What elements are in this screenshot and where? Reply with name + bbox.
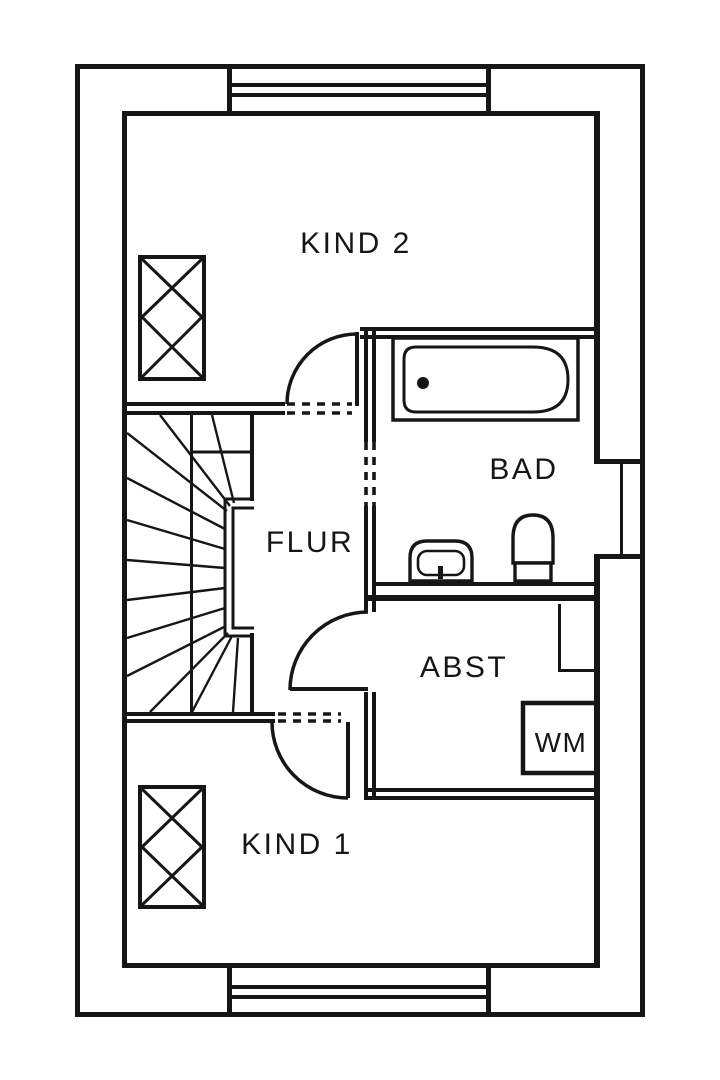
wall-recess-inner-line <box>620 461 623 556</box>
wall-flur-bad <box>372 327 376 442</box>
wall-recess-cap-top <box>594 459 645 464</box>
washing-machine-box <box>520 700 600 776</box>
stair-tread <box>126 586 226 602</box>
sink-tap <box>438 566 443 579</box>
wardrobe-kind1 <box>138 785 206 909</box>
bathtub-basin <box>402 345 570 414</box>
room-label-kind2: KIND 2 <box>300 227 412 260</box>
door-leaf <box>290 687 368 691</box>
door-swing-arc <box>285 332 358 405</box>
wall-bottom-outer <box>75 1012 645 1017</box>
room-label-kind1: KIND 1 <box>241 828 353 861</box>
stair-tread <box>126 476 226 531</box>
stairwell-notch-inner <box>231 506 254 630</box>
door-leaf <box>355 332 359 406</box>
room-label-abst: ABST <box>420 651 508 684</box>
appliance-label-wm: WM <box>535 727 588 758</box>
bathtub-enclosure <box>391 336 580 422</box>
wall-recess-cap-bottom <box>594 554 645 559</box>
stair-tread <box>126 624 227 678</box>
stair-flight-divider <box>190 413 193 712</box>
stair-tread <box>190 635 234 713</box>
opening-bad <box>364 442 376 506</box>
toilet-cistern <box>513 561 553 583</box>
duct-line <box>558 669 596 672</box>
window-bottom <box>227 963 491 1017</box>
door-swing-arc <box>288 610 369 691</box>
interior-walls <box>122 327 598 800</box>
door-kind2 <box>285 332 359 415</box>
stairwell-notch-outer <box>223 497 254 638</box>
stair-edge-lower <box>250 633 254 712</box>
door-swing-arc <box>270 721 349 800</box>
wall-flur-bad <box>364 327 368 442</box>
wall-abst-kind1 <box>364 788 598 792</box>
wall-right-outer <box>640 64 645 1017</box>
window-glazing-line <box>230 995 488 999</box>
washing-machine <box>520 700 600 776</box>
wardrobe-kind2 <box>138 255 206 381</box>
wall-left-outer <box>75 64 80 1017</box>
bathtub <box>391 336 580 422</box>
stair-tread <box>126 432 228 512</box>
stair-tread <box>231 637 240 713</box>
window-jamb <box>486 963 491 1017</box>
room-label-flur: FLUR <box>266 526 354 559</box>
wardrobe-outline <box>138 255 206 381</box>
toilet <box>511 513 555 583</box>
duct <box>558 604 596 672</box>
wall-kind2-bad <box>360 327 596 331</box>
wall-kind2-flur <box>122 402 285 406</box>
door-abst <box>288 610 369 691</box>
wall-kind2-flur <box>122 411 285 415</box>
window-glazing-line <box>230 93 488 97</box>
wall-flur-bad <box>364 506 368 612</box>
staircase <box>126 413 254 713</box>
wall-left-inner <box>122 111 127 968</box>
exterior-walls <box>75 64 645 1017</box>
window-jamb <box>227 963 232 1017</box>
stair-tread <box>159 414 231 507</box>
duct-line <box>558 604 561 670</box>
window-jamb <box>227 64 232 116</box>
wardrobe-cross-lines <box>140 257 204 379</box>
stair-tread <box>126 606 226 640</box>
stair-tread <box>126 518 226 551</box>
wall-right-inner-upper <box>594 111 600 464</box>
door-kind1 <box>270 712 350 800</box>
wardrobe-cross-lines <box>140 787 204 907</box>
stair-tread <box>210 414 236 504</box>
wall-flur-kind1 <box>122 719 275 723</box>
stair-tread <box>149 632 229 713</box>
window-glazing-line <box>230 83 488 87</box>
toilet-bowl <box>511 513 555 565</box>
wall-top-outer <box>75 64 645 69</box>
wardrobe-outline <box>138 785 206 909</box>
wall-flur-bad <box>372 506 376 612</box>
wall-abst-kind1 <box>364 796 598 800</box>
window-jamb <box>486 64 491 116</box>
wall-flur-kind1 <box>122 712 275 716</box>
room-label-bad: BAD <box>489 453 558 486</box>
door-leaf <box>346 722 350 798</box>
wall-bad-abst <box>364 595 596 601</box>
wall-abst-west <box>364 692 368 800</box>
wall-top-inner <box>122 111 596 116</box>
wall-abst-west <box>372 692 376 800</box>
bathtub-drain <box>417 377 429 389</box>
sink <box>408 539 474 583</box>
stair-tread <box>126 558 226 570</box>
wall-bad-abst <box>376 582 596 586</box>
window-glazing-line <box>230 985 488 989</box>
window-top <box>227 64 491 116</box>
stair-edge-upper <box>250 413 254 501</box>
wall-bottom-inner <box>122 963 598 968</box>
